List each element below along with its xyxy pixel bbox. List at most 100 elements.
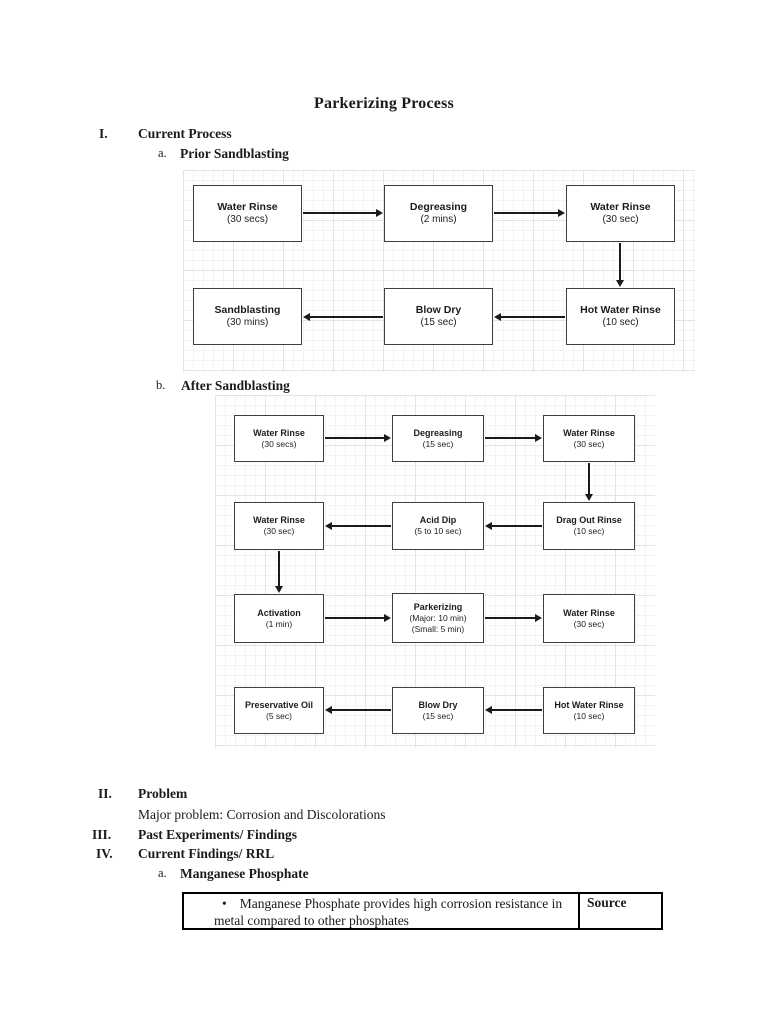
- outline-label: Prior Sandblasting: [180, 146, 289, 161]
- flow-node-water-rinse-2: Water Rinse (30 sec): [543, 415, 635, 462]
- flow-node-degreasing: Degreasing (15 sec): [392, 415, 484, 462]
- flow-node-activation: Activation (1 min): [234, 594, 324, 643]
- outline-letter: b.: [156, 378, 166, 392]
- node-title: Water Rinse: [217, 200, 278, 213]
- node-duration: (10 sec): [573, 710, 605, 721]
- flow-arrow-left-icon: [303, 313, 383, 320]
- problem-statement: Major problem: Corrosion and Discolorati…: [138, 807, 386, 822]
- flow-node-hot-water-rinse: Hot Water Rinse (10 sec): [543, 687, 635, 734]
- flow-arrow-left-icon: [494, 313, 565, 320]
- node-title: Water Rinse: [563, 607, 615, 618]
- flow-arrow-left-icon: [325, 522, 391, 529]
- flow-arrow-down-icon: [585, 463, 592, 501]
- node-duration: (15 sec): [422, 710, 454, 721]
- outline-item-manganese-phosphate: a. Manganese Phosphate: [0, 866, 768, 886]
- page-title: Parkerizing Process: [314, 95, 454, 112]
- flow-arrow-right-icon: [325, 434, 391, 441]
- node-duration: (30 mins): [226, 316, 269, 328]
- flow-node-drag-out-rinse: Drag Out Rinse (10 sec): [543, 502, 635, 550]
- flow-node-blow-dry: Blow Dry (15 sec): [384, 288, 493, 345]
- node-title: Hot Water Rinse: [554, 699, 624, 710]
- node-duration: (5 to 10 sec): [414, 526, 462, 537]
- node-title: Parkerizing: [413, 602, 463, 612]
- node-title: Water Rinse: [563, 427, 615, 438]
- flow-arrow-left-icon: [485, 522, 542, 529]
- node-duration: (30 sec): [263, 526, 295, 537]
- outline-label: Problem: [138, 786, 188, 801]
- source-header: Source: [587, 895, 627, 910]
- outline-item-current-process: I. Current Process: [0, 126, 768, 146]
- flow-node-water-rinse-1: Water Rinse (30 secs): [193, 185, 302, 242]
- flow-arrow-right-icon: [485, 614, 542, 621]
- node-title: Activation: [257, 607, 301, 618]
- node-duration: (30 secs): [261, 438, 297, 449]
- node-duration-2: (Small: 5 min): [411, 623, 465, 634]
- outline-letter: a.: [158, 146, 167, 160]
- outline-label: Current Findings/ RRL: [138, 846, 275, 861]
- node-title: Acid Dip: [419, 515, 457, 526]
- node-duration: (Major: 10 min): [409, 613, 467, 623]
- flow-node-blow-dry: Blow Dry (15 sec): [392, 687, 484, 734]
- flow-node-water-rinse-2: Water Rinse (30 sec): [566, 185, 675, 242]
- node-duration: (5 sec): [266, 710, 292, 721]
- flow-node-parkerizing: Parkerizing (Major: 10 min) (Small: 5 mi…: [392, 593, 484, 643]
- node-title: Degreasing: [413, 427, 463, 438]
- flow-arrow-right-icon: [485, 434, 542, 441]
- outline-letter: a.: [158, 866, 167, 880]
- node-duration: (30 secs): [226, 213, 269, 225]
- finding-text: Manganese Phosphate provides high corros…: [214, 896, 563, 928]
- outline-label: After Sandblasting: [181, 378, 290, 393]
- node-duration: (15 sec): [422, 438, 454, 449]
- node-duration: (30 sec): [573, 618, 605, 629]
- outline-label: Past Experiments/ Findings: [138, 827, 298, 842]
- node-duration: (30 sec): [573, 438, 605, 449]
- flow-arrow-right-icon: [303, 209, 383, 216]
- flowchart-after-sandblasting: Water Rinse (30 secs) Degreasing (15 sec…: [215, 395, 655, 748]
- node-title: Degreasing: [409, 200, 468, 213]
- flow-node-water-rinse-1: Water Rinse (30 secs): [234, 415, 324, 462]
- outline-numeral: I.: [99, 126, 108, 141]
- node-duration: (15 sec): [420, 316, 457, 328]
- flow-node-hot-water-rinse: Hot Water Rinse (10 sec): [566, 288, 675, 345]
- flow-arrow-right-icon: [494, 209, 565, 216]
- flowchart-prior-sandblasting: Water Rinse (30 secs) Degreasing (2 mins…: [183, 170, 695, 372]
- outline-item-current-findings: IV. Current Findings/ RRL: [0, 846, 768, 866]
- flow-node-water-rinse-3: Water Rinse (30 sec): [234, 502, 324, 550]
- source-header-cell: Source: [580, 894, 661, 928]
- node-title: Water Rinse: [253, 515, 305, 526]
- flow-arrow-down-icon: [616, 243, 623, 287]
- flow-arrow-left-icon: [485, 706, 542, 713]
- outline-item-after-sandblasting: b. After Sandblasting: [0, 378, 768, 398]
- outline-numeral: II.: [98, 786, 112, 801]
- node-title: Preservative Oil: [244, 699, 314, 710]
- flow-node-sandblasting: Sandblasting (30 mins): [193, 288, 302, 345]
- flow-node-preservative-oil: Preservative Oil (5 sec): [234, 687, 324, 734]
- node-title: Drag Out Rinse: [556, 515, 622, 526]
- outline-item-problem: II. Problem: [0, 786, 768, 806]
- outline-numeral: IV.: [96, 846, 113, 861]
- bullet-icon: •: [222, 896, 227, 911]
- findings-table: •Manganese Phosphate provides high corro…: [182, 892, 663, 930]
- node-title: Water Rinse: [590, 200, 651, 213]
- flow-arrow-left-icon: [325, 706, 391, 713]
- node-title: Water Rinse: [253, 427, 305, 438]
- node-duration: (30 sec): [602, 213, 639, 225]
- outline-item-past-experiments: III. Past Experiments/ Findings: [0, 827, 768, 847]
- finding-cell: •Manganese Phosphate provides high corro…: [184, 894, 580, 928]
- outline-item-prior-sandblasting: a. Prior Sandblasting: [0, 146, 768, 166]
- node-title: Sandblasting: [214, 303, 281, 316]
- node-duration: (2 mins): [420, 213, 457, 225]
- node-duration: (1 min): [265, 618, 293, 629]
- flow-node-acid-dip: Acid Dip (5 to 10 sec): [392, 502, 484, 550]
- outline-label: Manganese Phosphate: [180, 866, 309, 881]
- node-duration: (10 sec): [573, 526, 605, 537]
- flow-arrow-right-icon: [325, 614, 391, 621]
- node-title: Hot Water Rinse: [580, 303, 661, 316]
- flow-node-water-rinse-4: Water Rinse (30 sec): [543, 594, 635, 643]
- node-title: Blow Dry: [415, 303, 462, 316]
- flow-node-degreasing: Degreasing (2 mins): [384, 185, 493, 242]
- flow-arrow-down-icon: [275, 551, 282, 593]
- node-title: Blow Dry: [418, 699, 458, 710]
- outline-label: Current Process: [138, 126, 232, 141]
- node-duration: (10 sec): [602, 316, 639, 328]
